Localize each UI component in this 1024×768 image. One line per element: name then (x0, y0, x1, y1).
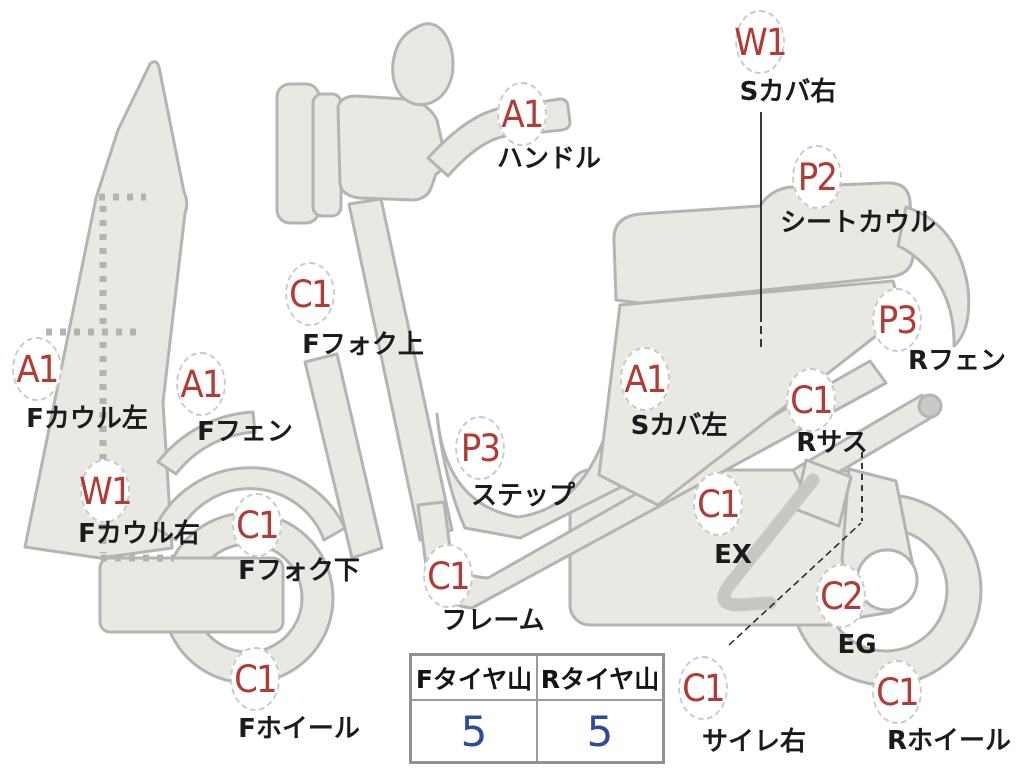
part-label: ステップ (470, 481, 576, 511)
part-label: EG (837, 630, 877, 660)
part-label: Fホイール (238, 714, 360, 744)
condition-code-badge: C1 (230, 647, 280, 711)
part-label: シートカウル (779, 208, 937, 238)
condition-code-badge: P3 (455, 416, 505, 480)
exhaust-pipe-shape (717, 473, 820, 612)
part-label: Fフォク上 (302, 330, 424, 360)
frame-downtube-shape (347, 197, 454, 542)
condition-code-badge: A1 (176, 352, 226, 416)
part-label: Sカバ左 (630, 411, 728, 441)
condition-code-badge: A1 (620, 347, 670, 411)
condition-code-badge: C1 (872, 660, 922, 724)
rear-fender-shape (896, 205, 971, 348)
front-tire-tread-header: Fタイヤ山 (412, 656, 538, 699)
part-label: EX (714, 540, 752, 570)
condition-code-badge: C1 (693, 472, 743, 536)
condition-code-badge: C2 (816, 564, 866, 628)
part-label: Rホイール (886, 726, 1012, 756)
part-label: フレーム (441, 606, 545, 636)
side-cover-shape (597, 279, 905, 507)
condition-code-badge: W1 (734, 10, 788, 74)
condition-code-badge: C1 (786, 368, 836, 432)
part-label: Fフェン (197, 417, 293, 447)
rear-hub-shape (855, 548, 919, 612)
part-label: サイレ右 (701, 727, 807, 757)
pointer-lines (728, 112, 863, 646)
part-label: Rフェン (907, 346, 1007, 376)
mirror-shape (391, 22, 455, 107)
pointer-line-silencer-right (728, 522, 862, 646)
floorboard-shape (98, 556, 285, 634)
cowl-seam-dotted-lines (46, 193, 174, 562)
rear-tire-tread-header: Rタイヤ山 (540, 664, 660, 694)
part-label: Sカバ右 (739, 77, 837, 107)
tire-table-value-row: 5 5 (412, 701, 662, 761)
condition-code-badge: A1 (497, 82, 547, 146)
rear-tire-tread-value: 5 (586, 706, 614, 756)
part-label: Fカウル右 (78, 519, 200, 549)
condition-code-badge: P3 (872, 288, 922, 352)
part-label: ハンドル (496, 144, 602, 174)
condition-code-badge: C1 (678, 656, 728, 720)
seat-shape (612, 181, 915, 305)
handlebar-assembly-shape (275, 82, 572, 225)
condition-code-badge: C1 (285, 262, 335, 326)
front-fender-shape (153, 410, 347, 542)
condition-code-badge: C1 (423, 544, 473, 608)
part-label: Fカウル左 (26, 404, 148, 434)
condition-code-badge: A1 (12, 337, 62, 401)
condition-code-badge: P2 (792, 145, 842, 209)
front-tire-tread-value: 5 (412, 701, 538, 761)
part-label: Rサス (796, 428, 868, 458)
tire-table-header-row: Fタイヤ山 Rタイヤ山 (412, 656, 662, 701)
condition-code-badge: W1 (79, 459, 133, 523)
front-fork-leg-shape (303, 352, 384, 560)
part-label: Fフォク下 (238, 556, 360, 586)
condition-code-badge: C1 (232, 493, 282, 557)
tire-tread-table: Fタイヤ山 Rタイヤ山 5 5 (409, 653, 665, 764)
